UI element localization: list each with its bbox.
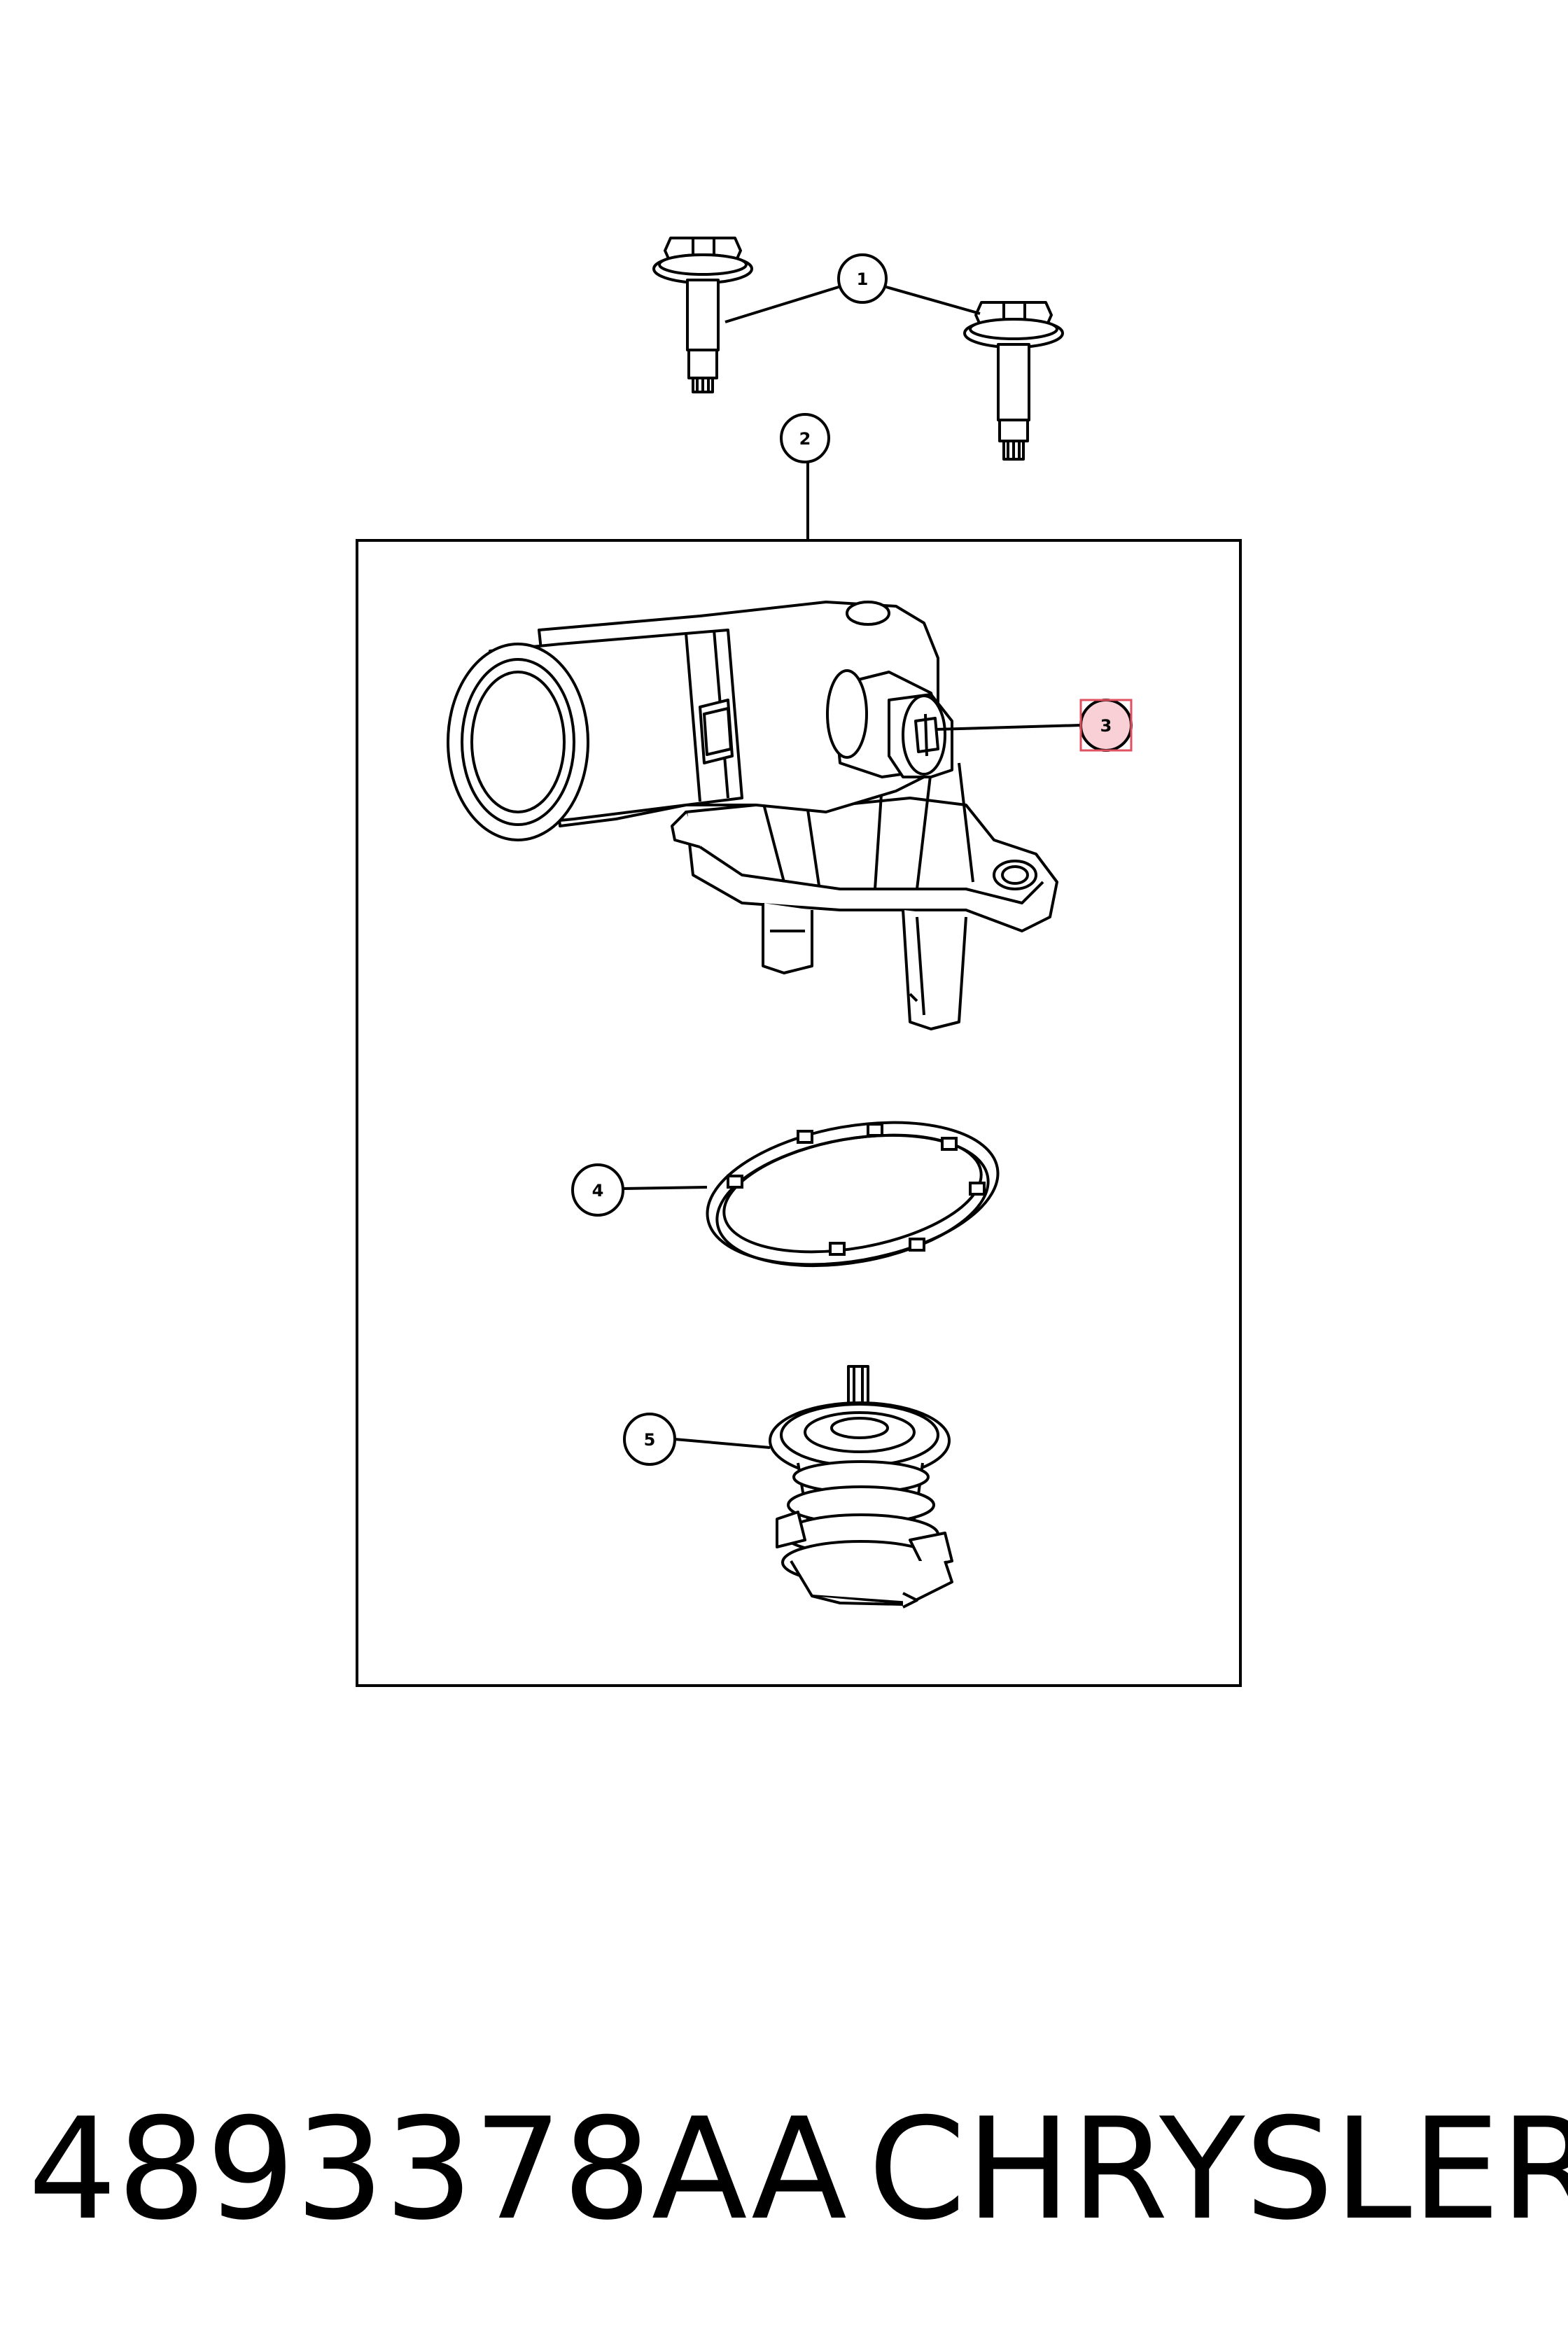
- callout-3-label: 3: [1100, 716, 1112, 736]
- thermostat-housing: [447, 601, 1058, 1030]
- callout-3[interactable]: 3: [934, 699, 1133, 752]
- seal-ring: [706, 1121, 1000, 1268]
- callout-5[interactable]: 5: [623, 1413, 771, 1466]
- assembly-box: [356, 539, 1242, 1687]
- callout-2[interactable]: 2: [780, 413, 830, 540]
- callout-1-label: 1: [857, 270, 869, 289]
- callout-4[interactable]: 4: [571, 1163, 708, 1217]
- bolt-left: [652, 237, 753, 393]
- callout-5-label: 5: [644, 1430, 656, 1450]
- thermostat: [769, 1365, 953, 1609]
- callout-3-highlight: [1079, 699, 1133, 752]
- part-number: 4893378AA: [28, 2088, 847, 2251]
- brand-name: CHRYSLER: [868, 2088, 1568, 2251]
- callout-2-label: 2: [799, 429, 811, 449]
- bolt-right: [963, 301, 1064, 461]
- caption: 4893378AA CHRYSLER: [0, 2079, 1568, 2261]
- callout-1[interactable]: 1: [724, 253, 981, 323]
- callout-4-label: 4: [592, 1181, 604, 1200]
